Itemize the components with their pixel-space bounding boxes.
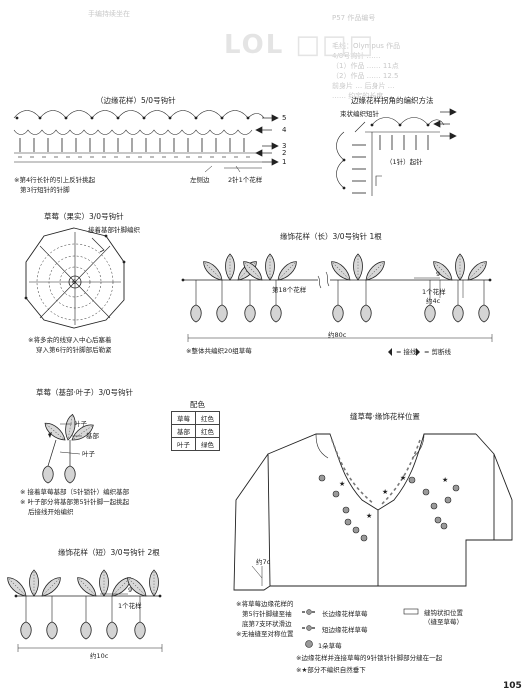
bleed-text-4: 4/0号钩针 …… [332,52,381,60]
legend-short: 短边缘花样草莓 [322,626,368,634]
vine-long-width: 约80c [328,331,347,339]
legend-star-note: ※★部分不编织自然垂下 [296,666,366,674]
svg-text:★: ★ [442,476,448,484]
strawberry-center-number: 6 [72,278,77,286]
edge-pattern-chart [13,110,279,173]
corner-pick-label: （1针）起针 [386,158,423,166]
strawberry-round-chart [24,227,126,329]
bleed-text-5: （1）作品 …… 11点 [332,62,399,70]
strawberry-fruit-note: 接着基部针脚编织 [88,226,140,234]
svg-text:★: ★ [366,512,372,520]
legend-sew-1: 缝钩状扣位置 [424,609,463,617]
stem-leaf-title: 草莓（基部·叶子）3/0号钩针 [36,388,133,397]
color-part: 叶子 [171,437,196,451]
color-row: 草莓 红色 [171,411,220,425]
row-label-4: 4 [282,126,287,134]
svg-text:★: ★ [382,488,388,496]
two-needle-label: 2针1个花样 [228,176,263,184]
bleed-text-2: P57 作品编号 [332,14,376,22]
corner-chart [336,108,457,196]
svg-text:★: ★ [339,480,345,488]
edge-note-1: ※第4行长针的引上反针挑起 [14,176,96,184]
row-label-5: 5 [282,114,287,122]
legend-sew-2: （缝至草莓） [424,618,463,626]
color-part: 基部 [171,424,196,438]
strawberry-foot-1: ※将多余的线穿入中心后塞着 [28,336,112,344]
row-label-1: 1 [282,158,287,166]
bleed-big-title: LOL □□□ [224,30,376,60]
legend-cut-yarn: = 剪断线 [424,348,452,356]
legend-one-strawberry: 1朵草莓 [318,642,342,650]
legend-join-yarn: = 接线 [396,348,417,356]
row-label-2: 2 [282,149,287,157]
vine-short-width: 约10c [90,652,109,660]
svg-text:★: ★ [400,474,406,482]
legend-stitch-note: ※边缘花样并连接草莓的9针锁针针脚部分缝在一起 [296,654,443,662]
vine-long-row18: 第18个花样 [272,286,307,294]
vine-long-approx: 约4c [426,297,441,305]
strawberry-foot-2: 穿入第6行的针脚部后勒紧 [36,346,112,354]
stem-leaf-note-1: ※ 接着草莓基部（5针锁针）编织基部 [20,488,130,496]
color-value: 绿色 [195,437,220,451]
color-table: 草莓 红色 基部 红色 叶子 绿色 [171,411,220,451]
row-label-3: 3 [282,142,287,150]
left-side-label: 左侧边 [190,176,210,184]
stem-leaf-note-2: ※ 叶子部分将基部第5针针脚一起挑起 [20,498,130,506]
vine-short [4,569,163,652]
vine-short-title: 缘饰花样（短）3/0号钩针 2根 [58,548,160,557]
edge-pattern-title: （边缘花样）5/0号钩针 [96,96,176,105]
vine-short-nine: 9 [128,586,133,594]
bleed-text-7: 前身片 … 后身片 … [332,82,395,90]
bleed-text-1: 手编持续坐在 [88,10,130,18]
bleed-text-8: …… 约定的长度 … [332,92,393,100]
color-row: 叶子 绿色 [171,437,220,451]
corner-title: 边缘花样拐角的编织方法 [351,96,434,105]
vine-long-total-note: ※整体共编织20组草莓 [186,347,252,355]
vine-long-one-pattern: 1个花样 [422,288,446,296]
vine-long-nine: 9 [436,270,441,278]
bleed-text-6: （2）作品 …… 12.5 [332,72,399,80]
jacket-title: 缝草莓·缘饰花样位置 [350,412,420,421]
color-row: 基部 红色 [171,424,220,438]
jacket-note-2: 第5行针脚缝至袖 [242,610,292,618]
legend-long: 长边缘花样草莓 [322,610,368,618]
stem-leaf-label-leaf: 叶子 [74,420,87,428]
vine-long [181,253,493,356]
colors-title: 配色 [190,400,205,409]
vine-short-one-pattern: 1个花样 [118,602,142,610]
strawberry-fruit-title: 草莓（果实）3/0号钩针 [44,212,124,221]
color-part: 草莓 [171,411,196,425]
corner-bead-label: 束状编织短针 [340,110,379,118]
bleed-text-3: 毛线：Olympus 作品 [332,42,401,50]
vine-long-title: 缘饰花样（长）3/0号钩针 1根 [280,232,382,241]
legend-symbols [302,608,419,648]
jacket-note-4: ※无袖缝至对称位置 [236,630,294,638]
page-number: 105 [503,681,522,691]
stem-leaf-note-3: 后接线开始编织 [28,508,74,516]
jacket-note-1: ※将草莓边缘花样的 [236,600,294,608]
stem-leaf-label-leaf2: 叶子 [82,450,95,458]
jacket-outline: ★ ★ ★ ★ ★ [233,433,513,591]
edge-note-2: 第3行短针的针脚 [20,186,70,194]
jacket-note-3: 底第7支环状滑边 [242,620,292,628]
jacket-approx-7: 约7c [256,558,271,566]
stem-leaf-chart [41,413,97,484]
color-value: 红色 [195,424,220,438]
color-value: 红色 [195,411,220,425]
stem-leaf-label-base: 基部 [86,432,99,440]
